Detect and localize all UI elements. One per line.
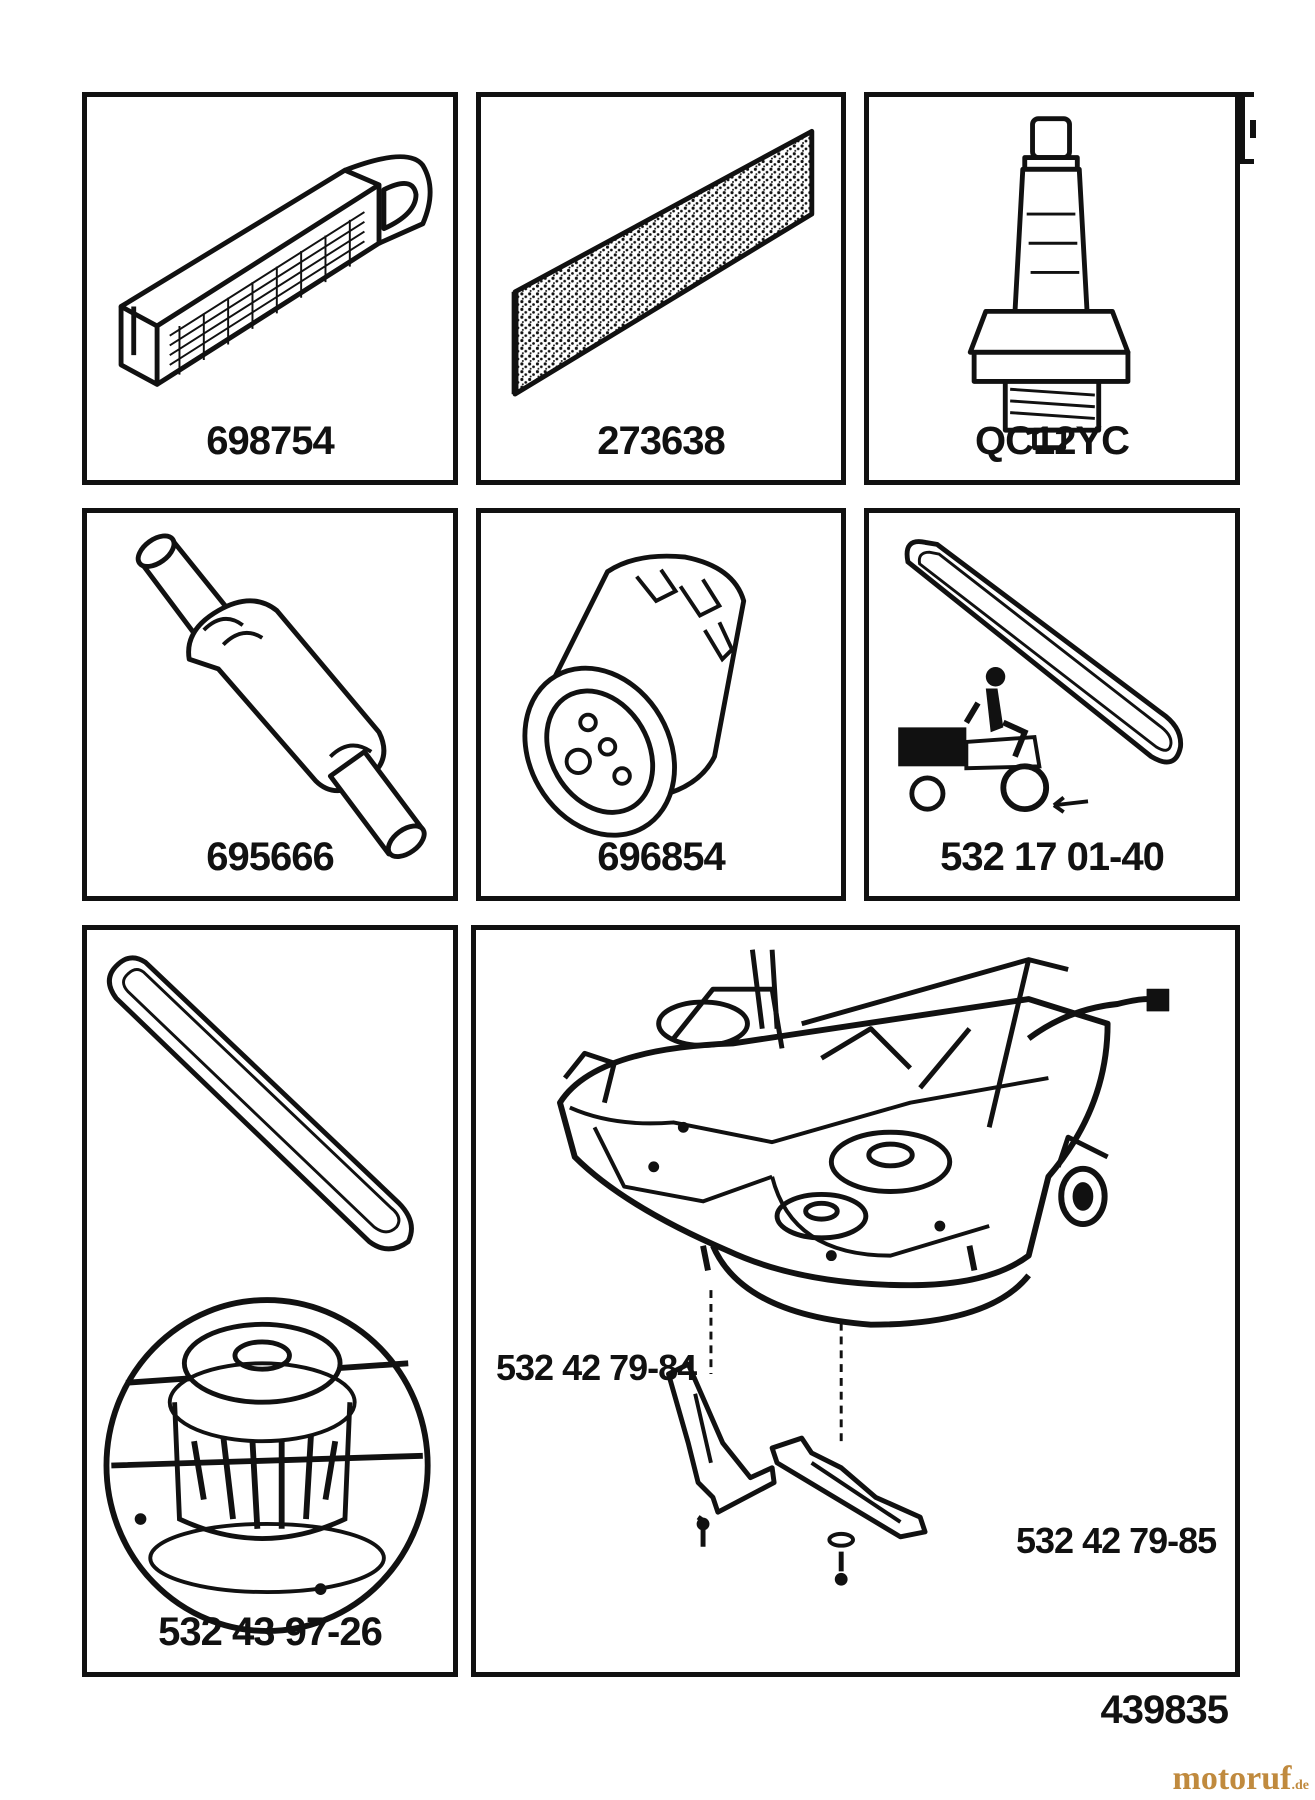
part-number-label: 273638 (597, 419, 725, 463)
watermark-suffix: .de (1291, 1778, 1310, 1793)
part-panel-deck-belt-pulley[interactable]: 532 43 97-26 (82, 925, 458, 1677)
part-panel-pre-filter[interactable]: 273638 (476, 92, 846, 485)
part-panel-mower-deck[interactable]: 532 42 79-84 532 42 79-85 (471, 925, 1240, 1677)
page-tab-mark (1250, 120, 1256, 138)
blade-callout-left: 532 42 79-84 (496, 1347, 697, 1388)
air-filter-icon (118, 154, 433, 387)
watermark-logo: motoruf.de (1173, 1760, 1309, 1798)
part-panel-oil-filter[interactable]: 696854 (476, 508, 846, 901)
pulley-icon (103, 1297, 431, 1634)
part-number-label: 696854 (597, 835, 725, 879)
spark-plug-icon (967, 116, 1131, 451)
blade-icon (666, 1361, 928, 1586)
fuel-filter-icon (135, 533, 427, 859)
belt-icon (106, 955, 414, 1252)
part-panel-spark-plug[interactable]: QC12YC (864, 92, 1240, 485)
part-number-label: 698754 (206, 419, 334, 463)
document-number: 439835 (1100, 1688, 1229, 1732)
part-number-label: 532 17 01-40 (940, 835, 1165, 879)
page-tab-marker (1240, 92, 1254, 164)
foam-filter-icon (511, 128, 815, 397)
part-panel-fuel-filter[interactable]: 695666 (82, 508, 458, 901)
blade-callout-right: 532 42 79-85 (1016, 1520, 1217, 1561)
part-number-label: 532 43 97-26 (158, 1610, 383, 1654)
oil-filter-icon (522, 553, 747, 838)
part-number-label: QC12YC (974, 419, 1130, 463)
tractor-icon (898, 667, 1089, 814)
belt-icon (904, 539, 1184, 765)
part-panel-air-filter[interactable]: 698754 (82, 92, 458, 485)
watermark-text: motoruf (1172, 1760, 1292, 1797)
mower-deck-icon (557, 949, 1170, 1444)
part-number-label: 695666 (206, 835, 334, 879)
part-panel-drive-belt[interactable]: 532 17 01-40 (864, 508, 1240, 901)
